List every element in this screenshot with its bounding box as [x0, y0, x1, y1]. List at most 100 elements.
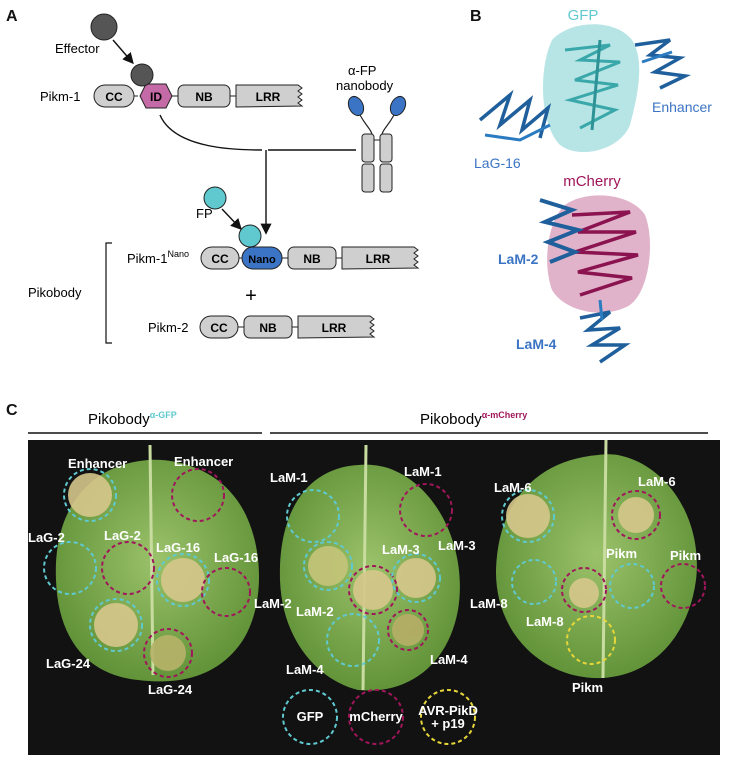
pikm2-lrr-label: LRR [322, 321, 347, 335]
fp-icon [203, 186, 227, 210]
merge-arrow-left [159, 114, 263, 151]
pikm1-nano-label: Pikm-1Nano [127, 249, 189, 266]
header-pikobody-mcherry: Pikobodyα-mCherry [420, 410, 527, 428]
leaf1-label-0: Enhancer [68, 456, 127, 471]
pikm1-label: Pikm-1 [40, 89, 80, 104]
legend-avr-label-1: AVR-PikD [418, 703, 478, 718]
id-domain-label: ID [150, 90, 162, 104]
panel-b-label: B [470, 8, 482, 25]
effector-arrow [112, 39, 134, 65]
spot-lag16-gfp [156, 553, 210, 607]
nanobody-label-2: nanobody [336, 78, 394, 93]
pikm1-lrr-label: LRR [256, 90, 281, 104]
leaf1-label-6: LaG-24 [46, 656, 91, 671]
spot-lag2-mcherry [101, 541, 155, 595]
leaf3-label-5: LaM-8 [526, 614, 564, 629]
leaf2-label-0: LaM-1 [270, 470, 308, 485]
pikm1nano-cc-label: CC [211, 252, 229, 266]
pikm2-nb-label: NB [259, 321, 277, 335]
lag16-label: LaG-16 [474, 155, 521, 171]
effector-label: Effector [55, 41, 100, 56]
spot-pikm-avr [566, 615, 616, 665]
pikm1-lrr-domain [235, 84, 304, 108]
pikm1nano-nb-label: NB [303, 252, 321, 266]
pikm2-lrr-domain [297, 315, 376, 339]
enhancer-label: Enhancer [652, 99, 712, 115]
plus-sign: + [245, 285, 257, 307]
spot-lag2-gfp [43, 541, 97, 595]
leaf-photo: Enhancer Enhancer LaG-2 LaG-2 LaG-16 LaG… [28, 439, 720, 755]
panel-a-diagram: Effector Pikm-1 CC ID NB LRR α-FP nanobo… [28, 13, 420, 344]
effector-icon [90, 13, 118, 41]
panel-c-headers: Pikobodyα-GFP Pikobodyα-mCherry [28, 410, 708, 434]
leaf1-label-3: LaG-2 [104, 528, 141, 543]
spot-lag24-mcherry [143, 628, 193, 678]
leaf2-label-7: LaM-4 [430, 652, 468, 667]
spot-enhancer-gfp [63, 468, 117, 522]
lam4-nanobody [579, 299, 631, 364]
pikm2-label: Pikm-2 [148, 320, 188, 335]
panel-c-label: C [6, 402, 18, 419]
pikm1nano-lrr-label: LRR [366, 252, 391, 266]
gfp-label: GFP [568, 7, 599, 24]
legend-gfp-circle [282, 689, 338, 745]
spot-lam2-gfp [303, 541, 353, 591]
fp-arrow [221, 208, 242, 231]
leaf2-label-2: LaM-3 [382, 542, 420, 557]
leaf3-label-6: Pikm [572, 680, 603, 695]
legend-avr-circle [420, 689, 476, 745]
legend-mcherry-label: mCherry [349, 709, 403, 724]
spot-lag24-gfp [89, 598, 143, 652]
legend: GFP mCherry AVR-PikD + p19 [282, 689, 478, 745]
pikm1-nb-label: NB [195, 90, 213, 104]
legend-gfp-label: GFP [297, 709, 324, 724]
panel-b-structures: GFP Enhancer LaG-16 mCherry LaM-2 LaM-4 [474, 7, 712, 364]
fp-bound-icon [238, 224, 262, 248]
leaf2-label-4: LaM-2 [254, 596, 292, 611]
lag16-nanobody [478, 89, 552, 142]
spot-lam8-mcherry [561, 567, 607, 613]
antibody-icon [347, 95, 407, 193]
leaf3-label-0: LaM-6 [494, 480, 532, 495]
spot-lam3-mcherry [387, 609, 429, 651]
effector-bound-icon [130, 63, 154, 87]
enhancer-nanobody [634, 38, 692, 90]
spot-pikm-mcherry [660, 563, 706, 609]
fp-label: FP [196, 206, 213, 221]
leaf-photo-drawing: Enhancer Enhancer LaG-2 LaG-2 LaG-16 LaG… [28, 439, 706, 745]
spot-lam2-mcherry [348, 565, 398, 615]
leaf1-label-4: LaG-16 [156, 540, 200, 555]
leaf3-label-3: Pikm [670, 548, 701, 563]
nano-domain-label: Nano [248, 254, 276, 266]
legend-mcherry-circle [348, 689, 404, 745]
pikobody-label: Pikobody [28, 285, 82, 300]
pikm1-cc-label: CC [105, 90, 123, 104]
spot-pikm-gfp [609, 563, 655, 609]
spot-lam3-gfp [391, 553, 441, 603]
spot-lam1-gfp [286, 489, 340, 543]
leaf2-label-3: LaM-3 [438, 538, 476, 553]
nanobody-label-1: α-FP [348, 63, 376, 78]
panel-a-label: A [6, 8, 18, 25]
spot-enhancer-mcherry [171, 468, 225, 522]
gfp-structure [542, 24, 640, 153]
spot-lam4-gfp [326, 613, 380, 667]
spot-lam6-gfp [501, 489, 555, 543]
lesions [68, 473, 654, 671]
leaf1-label-2: LaG-2 [28, 530, 65, 545]
spot-lam6-mcherry [611, 490, 661, 540]
pikm2-cc-label: CC [210, 321, 228, 335]
pikm1nano-lrr-domain [341, 246, 420, 270]
lam4-label: LaM-4 [516, 336, 557, 352]
leaf2-label-6: LaM-4 [286, 662, 324, 677]
pikobody-bracket [105, 242, 112, 344]
leaf1-label-5: LaG-16 [214, 550, 258, 565]
leaf1-label-7: LaG-24 [148, 682, 193, 697]
lam2-nanobody [538, 198, 585, 264]
leaf3-label-1: LaM-6 [638, 474, 676, 489]
lam2-label: LaM-2 [498, 251, 539, 267]
leaf1-label-1: Enhancer [174, 454, 233, 469]
legend-avr-label-2: + p19 [431, 716, 465, 731]
leaf2-label-5: LaM-2 [296, 604, 334, 619]
leaf3-label-4: LaM-8 [470, 596, 508, 611]
